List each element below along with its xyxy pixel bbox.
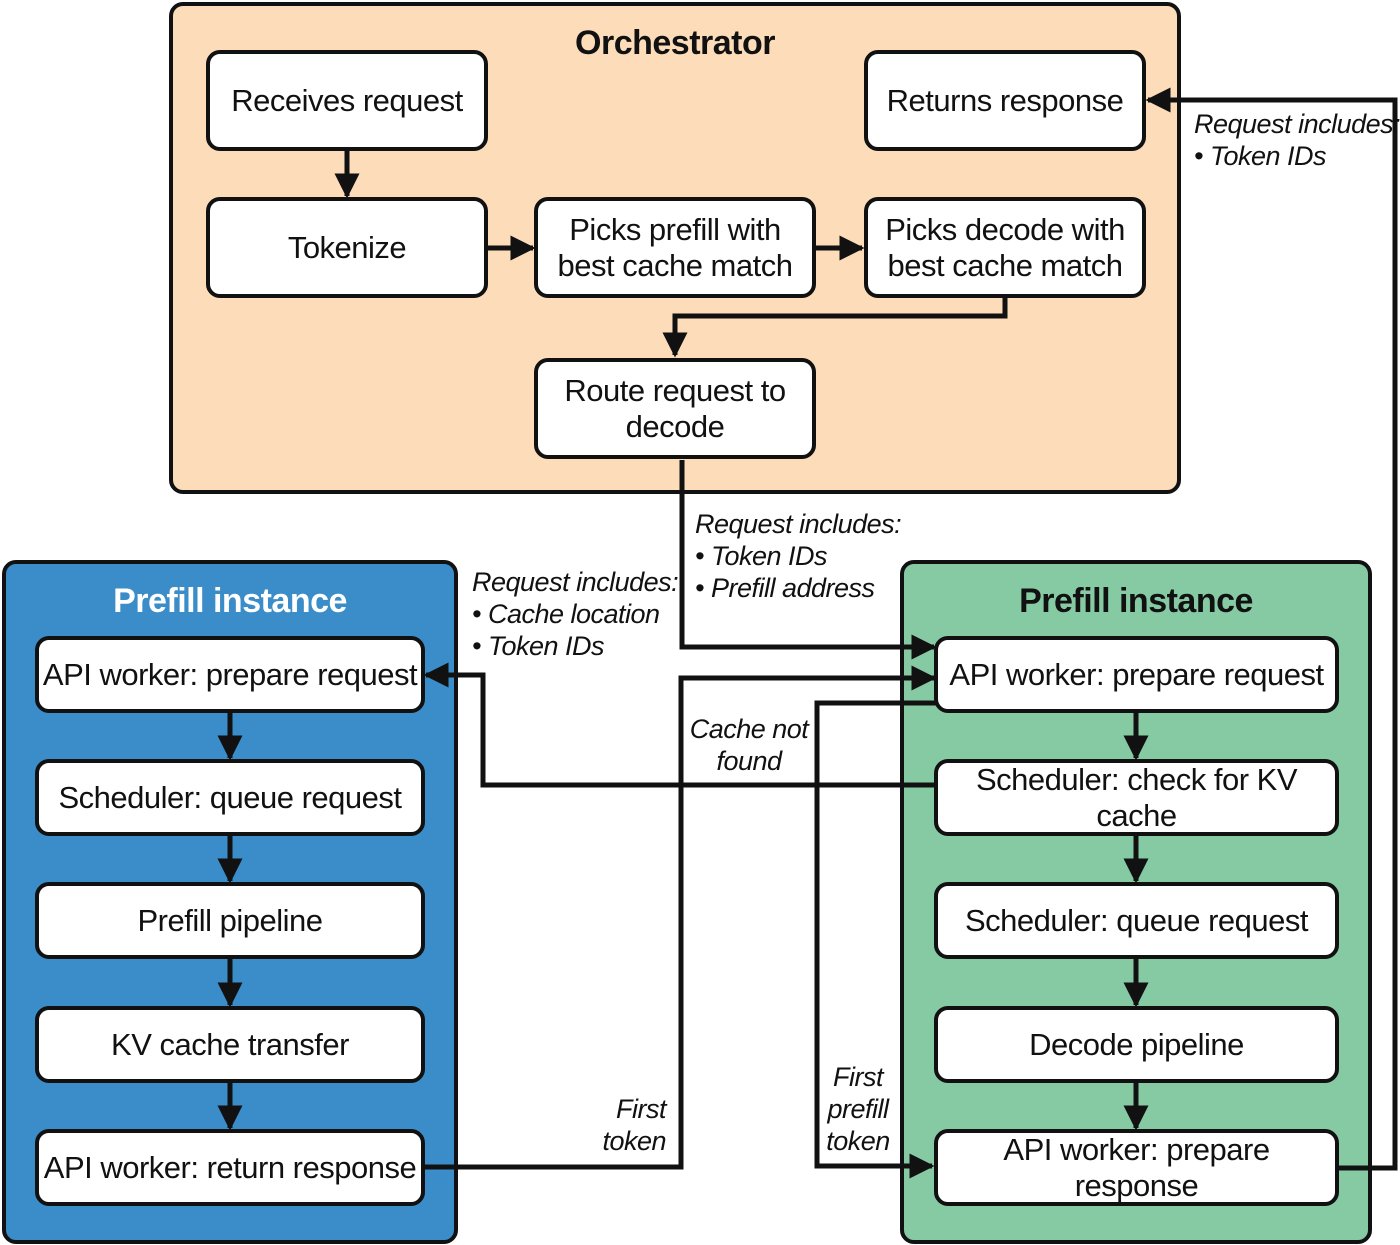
receives-request-box: Receives request — [206, 50, 488, 151]
right-step-box: Scheduler: queue request — [934, 882, 1339, 959]
note-line: Request includes: — [1194, 109, 1400, 139]
note-line: • Cache location — [472, 599, 660, 629]
right-step-box: API worker: prepare response — [934, 1129, 1339, 1206]
note-line: First — [616, 1094, 666, 1124]
receives-request-label: Receives request — [231, 82, 463, 118]
left-step-box: API worker: prepare request — [35, 636, 425, 713]
prefill-right-title: Prefill instance — [1019, 582, 1253, 620]
arrow-check-kv-to-left-api — [423, 662, 934, 788]
arrow-first-prefill-token — [814, 700, 937, 1179]
note-line: • Token IDs — [695, 541, 828, 571]
left-step-box: Prefill pipeline — [35, 882, 425, 959]
arrow-picks-decode-to-route — [662, 298, 1008, 358]
arrow-first-token — [424, 665, 937, 1170]
note-line: prefill — [827, 1094, 889, 1124]
returns-response-label: Returns response — [886, 82, 1124, 118]
picks-prefill-line-1: Picks prefill with — [569, 211, 781, 247]
picks-decode-line-2: best cache match — [887, 247, 1123, 283]
left-scheduler-queue-label: Scheduler: queue request — [58, 779, 402, 815]
arrow-right-response-to-returns — [1145, 87, 1398, 1171]
tokenize-box: Tokenize — [206, 197, 488, 298]
route-request-line-1: Route request to — [564, 372, 786, 408]
note-line: found — [716, 746, 782, 776]
prefill-left-title: Prefill instance — [113, 582, 347, 620]
response-includes-note: Request includes: • Token IDs — [1194, 108, 1400, 172]
picks-prefill-line-2: best cache match — [557, 247, 793, 283]
left-api-prepare-request-label: API worker: prepare request — [42, 656, 418, 692]
note-line: Request includes: — [695, 509, 902, 539]
note-line: Cache not — [689, 714, 809, 744]
orchestrator-title: Orchestrator — [575, 24, 775, 62]
note-line: • Prefill address — [695, 573, 875, 603]
route-includes-note: Request includes: • Token IDs • Prefill … — [695, 508, 902, 604]
right-api-prepare-request-label: API worker: prepare request — [949, 656, 1324, 692]
right-step-box: Scheduler: check for KV cache — [934, 759, 1339, 836]
route-request-line-2: decode — [625, 408, 725, 444]
note-line: • Token IDs — [1194, 141, 1327, 171]
left-step-box: KV cache transfer — [35, 1006, 425, 1083]
note-line: • Token IDs — [472, 631, 605, 661]
right-api-prepare-response-label: API worker: prepare response — [1003, 1131, 1270, 1203]
picks-decode-box: Picks decode with best cache match — [864, 197, 1146, 298]
note-line: Request includes: — [472, 567, 679, 597]
note-line: token — [602, 1126, 666, 1156]
right-scheduler-check-kv-label: Scheduler: check for KV cache — [975, 761, 1298, 833]
picks-decode-line-1: Picks decode with — [885, 211, 1125, 247]
first-token-note: First token — [596, 1093, 666, 1157]
left-prefill-pipeline-label: Prefill pipeline — [137, 902, 324, 938]
prefill-includes-note: Request includes: • Cache location • Tok… — [472, 566, 679, 662]
cache-not-found-note: Cache not found — [688, 713, 810, 777]
left-api-return-response-label: API worker: return response — [43, 1149, 417, 1185]
left-step-box: API worker: return response — [35, 1129, 425, 1206]
picks-prefill-box: Picks prefill with best cache match — [534, 197, 816, 298]
arrow-route-to-right-api — [679, 460, 937, 660]
right-decode-pipeline-label: Decode pipeline — [1029, 1026, 1244, 1062]
right-scheduler-queue-label: Scheduler: queue request — [964, 902, 1309, 938]
route-request-box: Route request to decode — [534, 358, 816, 459]
right-step-box: Decode pipeline — [934, 1006, 1339, 1083]
note-line: First — [833, 1062, 883, 1092]
tokenize-label: Tokenize — [287, 229, 407, 265]
left-kv-cache-transfer-label: KV cache transfer — [111, 1026, 349, 1062]
first-prefill-token-note: First prefill token — [822, 1061, 894, 1157]
right-step-box: API worker: prepare request — [934, 636, 1339, 713]
returns-response-box: Returns response — [864, 50, 1146, 151]
note-line: token — [826, 1126, 890, 1156]
left-step-box: Scheduler: queue request — [35, 759, 425, 836]
